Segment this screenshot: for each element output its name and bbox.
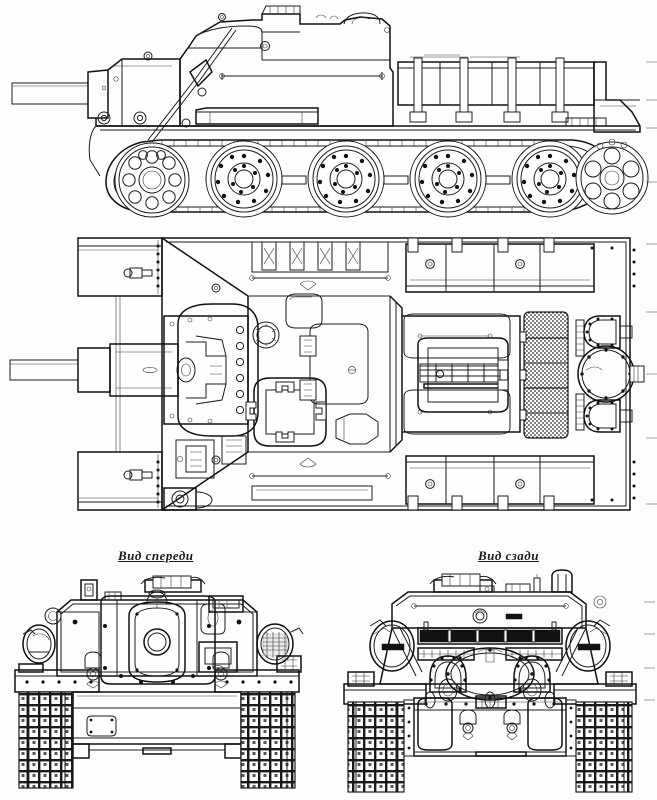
external-fuel-tanks (397, 54, 595, 123)
gun-barrel (11, 82, 89, 105)
rear-view-caption: Вид сзади (478, 548, 539, 563)
fender-plate (14, 655, 302, 693)
exhaust-louver (417, 621, 563, 645)
vision-port (198, 603, 238, 673)
gun-mantlet-front (100, 589, 216, 685)
rear-hull-plate (565, 61, 641, 133)
casemate-front-plate (87, 58, 181, 127)
recoil-guard (175, 439, 215, 479)
engine-grille (519, 311, 585, 439)
road-wheel (205, 140, 589, 218)
idler-wheel (114, 142, 190, 218)
rear-fender-plate (343, 671, 637, 705)
lower-deck-details (163, 457, 391, 511)
rear-rivets (590, 246, 636, 502)
hull-handrail (219, 72, 385, 80)
transmission-access-hatch (445, 647, 535, 709)
rear-fuel-drum-right (565, 619, 611, 672)
side-elevation-view (0, 0, 657, 222)
fender-fitting (123, 267, 221, 481)
rear-plate-fittings (411, 595, 607, 624)
exhaust-port-left (429, 655, 467, 702)
front-fender (77, 237, 163, 511)
fender-fuel-drum-left (22, 624, 56, 664)
casemate-superstructure (143, 5, 394, 127)
dimension-ticks (644, 601, 655, 701)
stowage-box (195, 107, 319, 125)
engine-deck (389, 295, 521, 453)
lower-hull-plate (72, 691, 242, 759)
hull-lower-line (88, 125, 640, 177)
fender-fuel-drum-right (256, 623, 304, 665)
deck-fittings (252, 293, 323, 349)
glacis-slope (161, 237, 391, 511)
drive-sprocket (575, 138, 649, 215)
gun-barrel-plan (9, 343, 179, 397)
dimension-ticks (646, 61, 657, 183)
tow-cable (147, 27, 237, 143)
rivet-strip (156, 240, 160, 508)
track-rear (347, 699, 633, 793)
vision-block (299, 323, 369, 405)
hull-outline (161, 237, 631, 511)
fuel-tank-plan (405, 237, 595, 511)
rear-roof-fittings (429, 569, 573, 593)
rear-tow-hook (459, 709, 521, 741)
exhaust-port-right (513, 655, 551, 702)
hull-rivets (72, 619, 242, 684)
rear-fuel-drum-left (369, 619, 415, 672)
front-elevation-view (5, 572, 325, 797)
dimension-ticks (646, 243, 657, 505)
mantlet-mount-plate (163, 315, 249, 425)
transmission-hatch (577, 315, 645, 433)
roof-fittings (80, 575, 244, 613)
fan-cover (335, 413, 379, 445)
rear-elevation-view (330, 569, 655, 797)
roof-ribs (249, 241, 391, 291)
gun-mantlet-plan (176, 303, 259, 437)
crew-hatch (221, 377, 327, 465)
track-front (18, 691, 296, 789)
headlight (44, 607, 62, 625)
plan-view (0, 224, 657, 524)
suspension-link (281, 175, 511, 185)
perforated-strip (417, 647, 563, 663)
front-view-caption: Вид спереди (118, 548, 194, 563)
tow-hook (84, 651, 230, 689)
